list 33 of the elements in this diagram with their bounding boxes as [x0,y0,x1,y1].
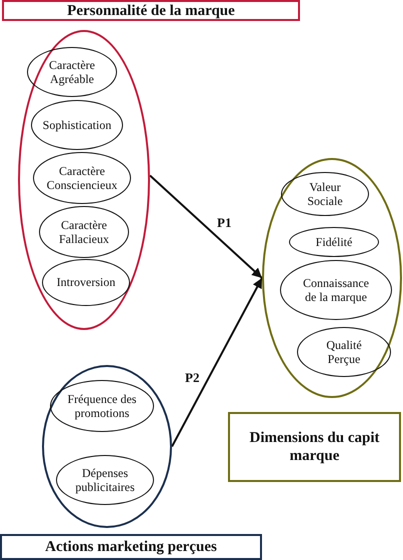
group-ellipse [18,30,150,330]
factor-text: Valeur Sociale [306,180,344,208]
factor-text: Introversion [56,275,116,290]
title-frame [2,0,300,21]
group-ellipse [42,365,172,528]
factor-text: Caractère Consciencieux [46,164,118,192]
title-text: Dimensions du capit marque [248,429,381,465]
factor-text: Qualité Perçue [325,338,363,366]
factor-text: Dépenses publicitaires [74,466,136,494]
group-ellipse [262,158,402,398]
arrow [171,278,263,447]
factor-ellipse [297,327,391,377]
title-frame [228,412,401,482]
factor-ellipse [42,259,130,306]
factor-ellipse [281,172,369,216]
factor-text: Fréquence des promotions [66,392,138,420]
factor-ellipse [280,260,392,320]
factor-ellipse [289,227,379,257]
factor-ellipse [39,206,129,258]
factor-text: Connaissance de la marque [302,276,370,304]
factor-ellipse [31,100,123,150]
factor-ellipse [50,380,154,432]
title-text: Actions marketing perçues [44,538,218,556]
factor-text: Fidélité [314,234,354,250]
title-text: Personnalité de la marque [66,2,236,20]
factor-ellipse [27,47,117,97]
factor-ellipse [56,455,154,505]
factor-text: Caractère Fallacieux [58,218,110,246]
arrow [149,174,263,279]
factor-ellipse [33,152,131,204]
title-frame [0,534,262,560]
factor-text: Sophistication [42,118,112,132]
factor-text: Caractère Agréable [48,58,96,86]
